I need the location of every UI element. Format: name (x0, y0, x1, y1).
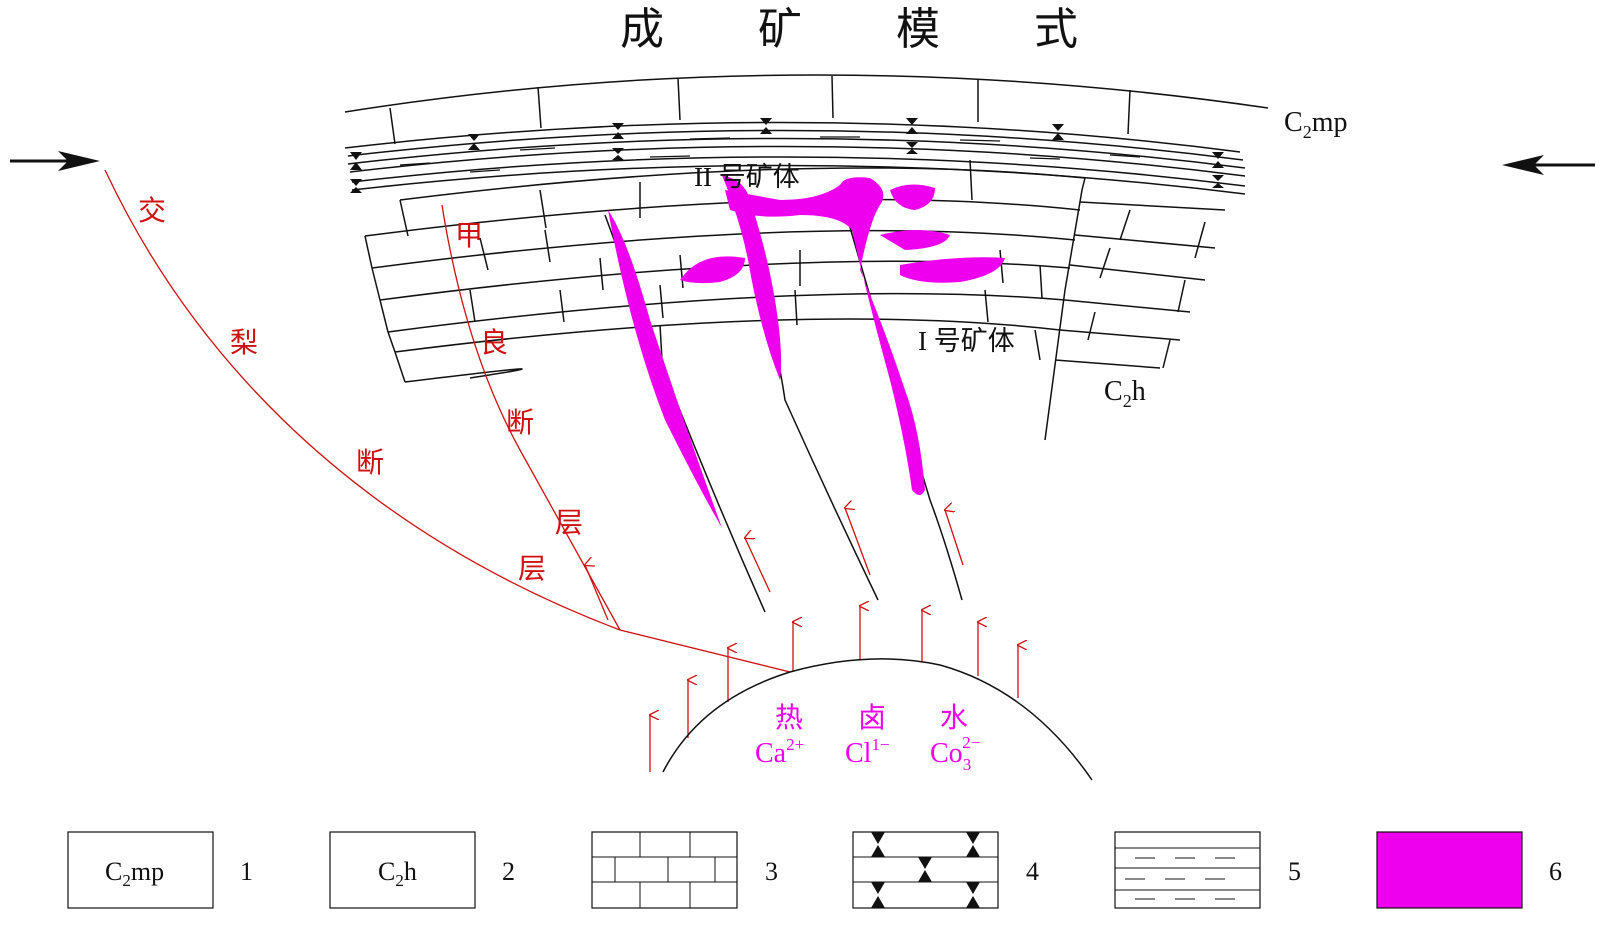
svg-text:3: 3 (765, 857, 778, 886)
stratum-c2mp (344, 74, 1269, 195)
svg-text:断: 断 (356, 446, 384, 479)
legend: C2mp 1 C2h 2 3 (67, 831, 1562, 909)
svg-text:良: 良 (480, 326, 508, 359)
legend-item-4-dolomite: 4 (852, 831, 1039, 909)
svg-text:卤: 卤 (858, 701, 886, 734)
label-jialiang-fault: 甲 良 断 层 (455, 219, 583, 539)
legend-item-2: C2h 2 (329, 831, 515, 909)
svg-text:层: 层 (518, 552, 546, 585)
right-compression-arrow (1502, 155, 1595, 175)
label-orebody-ii: II 号矿体 (694, 162, 800, 192)
svg-text:1: 1 (240, 857, 253, 886)
svg-text:Co32−: Co32− (930, 733, 980, 774)
legend-item-3-limestone: 3 (591, 831, 778, 909)
svg-text:2: 2 (502, 857, 515, 886)
svg-text:5: 5 (1288, 857, 1301, 886)
label-jiaoli-fault: 交 梨 断 层 (138, 194, 546, 585)
fluid-labels: 热 卤 水 Ca2+ Cl1− Co32− (755, 701, 980, 774)
label-c2h: C2h (1104, 376, 1146, 411)
legend-item-5-shale: 5 (1114, 831, 1301, 909)
legend-item-6-orebody: 6 (1376, 831, 1562, 909)
svg-text:梨: 梨 (230, 326, 258, 359)
svg-text:C2mp: C2mp (105, 857, 164, 890)
diagram-title: 成 矿 模 式 (620, 4, 1118, 55)
left-compression-arrow (10, 151, 100, 171)
fluid-flow-arrows (585, 508, 1018, 772)
legend-item-1: C2mp 1 (67, 831, 253, 909)
svg-text:C2h: C2h (378, 857, 417, 890)
svg-text:层: 层 (555, 506, 583, 539)
svg-text:4: 4 (1026, 857, 1039, 886)
label-c2mp: C2mp (1284, 107, 1347, 142)
svg-text:交: 交 (138, 194, 166, 227)
jiaoli-fault (104, 169, 791, 673)
hydrothermal-dome (662, 658, 1093, 781)
label-orebody-i: I 号矿体 (918, 326, 1015, 356)
svg-text:热: 热 (775, 701, 803, 734)
svg-text:Ca2+: Ca2+ (755, 735, 804, 769)
svg-text:Cl1−: Cl1− (845, 735, 890, 769)
ore-bodies (608, 175, 1005, 528)
svg-text:6: 6 (1549, 857, 1562, 886)
svg-text:断: 断 (506, 406, 534, 439)
svg-text:甲: 甲 (455, 219, 483, 252)
svg-text:水: 水 (940, 701, 968, 734)
